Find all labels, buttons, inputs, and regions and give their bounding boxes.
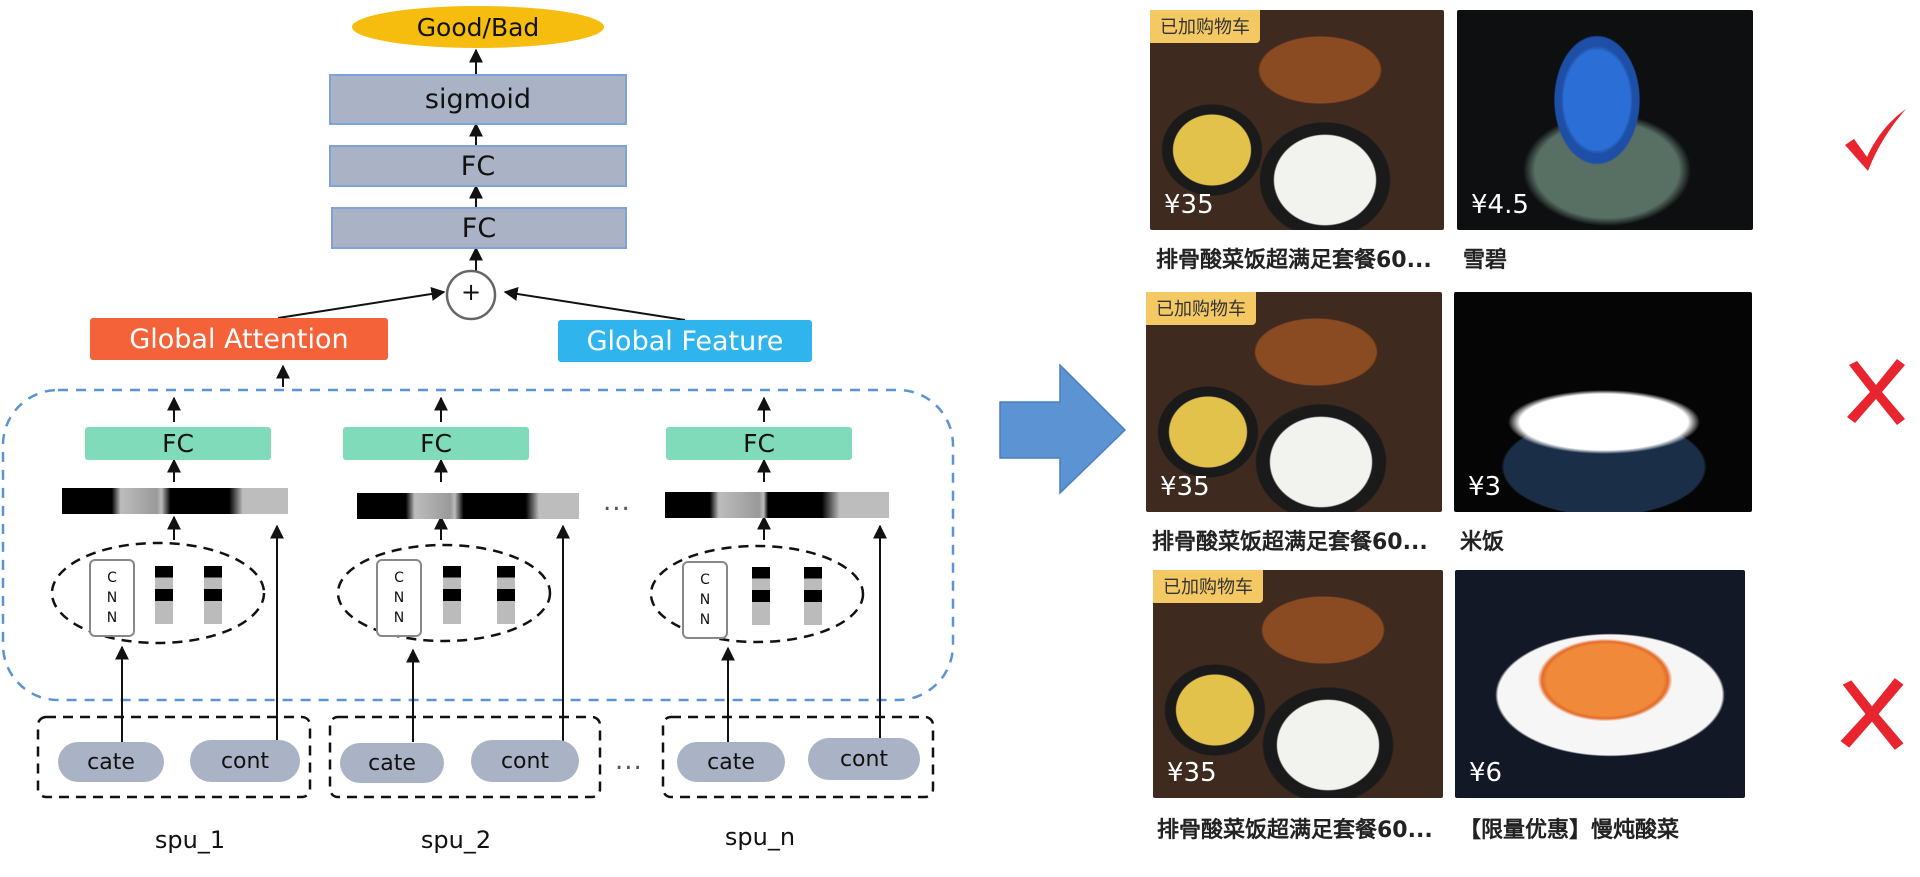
added-to-cart-badge: 已加购物车: [1150, 10, 1260, 43]
pickled-cabbage-photo: ¥6: [1455, 570, 1745, 798]
branch-n-input-cate: cate: [677, 742, 785, 782]
price-label: ¥4.5: [1471, 190, 1529, 220]
result-row-1-left-card[interactable]: 已加购物车 ¥35 排骨酸菜饭超满足套餐60...: [1150, 10, 1444, 282]
ellipsis-between-inputs: ...: [615, 746, 643, 776]
cnn-letter: N: [393, 590, 405, 606]
branch-n-input-cont: cont: [808, 738, 920, 780]
branch-n-spu-label: spu_n: [724, 823, 796, 851]
rice-photo: ¥3: [1454, 292, 1752, 512]
result-row-3-left-card[interactable]: 已加购物车 ¥35 排骨酸菜饭超满足套餐60...: [1153, 570, 1443, 846]
input-cont-label: cont: [220, 748, 270, 774]
branch-1-feature-stripe-1: [155, 566, 173, 624]
global-feature-box: Global Feature: [558, 320, 812, 362]
branch-2-fc-label: FC: [420, 429, 452, 458]
price-label: ¥3: [1468, 472, 1502, 502]
branch-1-feature-bar: [62, 488, 288, 514]
arrow-feature-to-plus: [503, 287, 686, 321]
branch-2-cnn-box: C N N: [376, 559, 422, 637]
branch-2-feature-stripe-2: [497, 566, 515, 624]
global-attention-label: Global Attention: [129, 323, 349, 355]
price-label: ¥35: [1167, 758, 1217, 788]
added-to-cart-badge: 已加购物车: [1146, 292, 1256, 325]
result-row-1-right-card[interactable]: ¥4.5 雪碧: [1457, 10, 1753, 282]
input-cont-label: cont: [839, 746, 889, 772]
plus-node: [445, 269, 497, 321]
branch-1-fc-label: FC: [162, 429, 194, 458]
product-name: 雪碧: [1463, 248, 1508, 273]
food-photo: 已加购物车 ¥35: [1146, 292, 1442, 512]
cross-icon: [1840, 678, 1904, 750]
input-cate-label: cate: [368, 750, 416, 776]
branch-n-feature-bar: [665, 492, 889, 518]
branch-1-input-cont: cont: [190, 740, 300, 782]
branch-1-cnn-box: C N N: [89, 559, 135, 637]
product-name: 排骨酸菜饭超满足套餐60...: [1157, 818, 1433, 843]
output-node: Good/Bad: [352, 6, 604, 48]
check-icon: [1845, 109, 1906, 171]
branch-1-fc-box: FC: [85, 427, 271, 460]
cnn-letter: N: [106, 590, 118, 606]
branch-1-spu-label: spu_1: [154, 826, 226, 854]
branch-1-input-cate: cate: [58, 742, 164, 782]
branch-n-feature-stripe-2: [804, 567, 822, 625]
diagram-connectors: [1, 48, 955, 799]
result-row-3-right-card[interactable]: ¥6 【限量优惠】慢炖酸菜: [1455, 570, 1745, 846]
product-name: 排骨酸菜饭超满足套餐60...: [1152, 530, 1428, 555]
cnn-letter: C: [107, 570, 117, 586]
branch-2-input-cate: cate: [340, 743, 444, 783]
branch-2-feature-stripe-1: [443, 566, 461, 624]
food-photo: 已加购物车 ¥35: [1150, 10, 1444, 230]
branch-2-spu-label: spu_2: [420, 826, 492, 854]
transition-arrow-icon: [999, 363, 1127, 495]
sigmoid-label: sigmoid: [424, 84, 532, 115]
branch-n-fc-label: FC: [743, 429, 775, 458]
cnn-letter: C: [700, 572, 710, 588]
branch-2-input-cont: cont: [471, 740, 579, 782]
product-name: 排骨酸菜饭超满足套餐60...: [1156, 248, 1432, 273]
cnn-letter: N: [699, 592, 711, 608]
fc-top-box-1: FC: [329, 145, 627, 187]
input-cont-label: cont: [500, 748, 550, 774]
product-name: 米饭: [1460, 530, 1505, 555]
branch-2-feature-bar: [357, 493, 579, 519]
fc-top-label-1: FC: [460, 150, 496, 182]
branch-n-fc-box: FC: [666, 427, 852, 460]
soda-photo: ¥4.5: [1457, 10, 1753, 230]
global-feature-label: Global Feature: [586, 325, 784, 357]
arrow-attention-to-plus: [277, 287, 446, 319]
output-label: Good/Bad: [416, 12, 540, 42]
input-cate-label: cate: [707, 749, 755, 775]
ellipsis-between-branches: ...: [603, 487, 631, 517]
product-name: 【限量优惠】慢炖酸菜: [1459, 818, 1680, 843]
fc-top-label-2: FC: [461, 212, 497, 244]
price-label: ¥35: [1160, 472, 1210, 502]
added-to-cart-badge: 已加购物车: [1153, 570, 1263, 603]
cnn-letter: C: [394, 570, 404, 586]
branches-region: [1, 388, 955, 702]
result-row-2-left-card[interactable]: 已加购物车 ¥35 排骨酸菜饭超满足套餐60...: [1146, 292, 1442, 564]
global-attention-box: Global Attention: [90, 318, 388, 360]
branch-n-feature-stripe-1: [752, 567, 770, 625]
fc-top-box-2: FC: [331, 207, 627, 249]
cnn-letter: N: [699, 612, 711, 628]
branch-2-fc-box: FC: [343, 427, 529, 460]
cnn-letter: N: [106, 610, 118, 626]
food-photo: 已加购物车 ¥35: [1153, 570, 1443, 798]
cnn-letter: N: [393, 610, 405, 626]
result-row-2-right-card[interactable]: ¥3 米饭: [1454, 292, 1752, 564]
input-cate-label: cate: [87, 749, 135, 775]
sigmoid-box: sigmoid: [329, 74, 627, 125]
branch-n-cnn-box: C N N: [682, 561, 728, 639]
branch-1-feature-stripe-2: [204, 566, 222, 624]
cross-icon: [1847, 359, 1905, 425]
price-label: ¥35: [1164, 190, 1214, 220]
price-label: ¥6: [1469, 758, 1503, 788]
plus-symbol: +: [461, 278, 482, 306]
